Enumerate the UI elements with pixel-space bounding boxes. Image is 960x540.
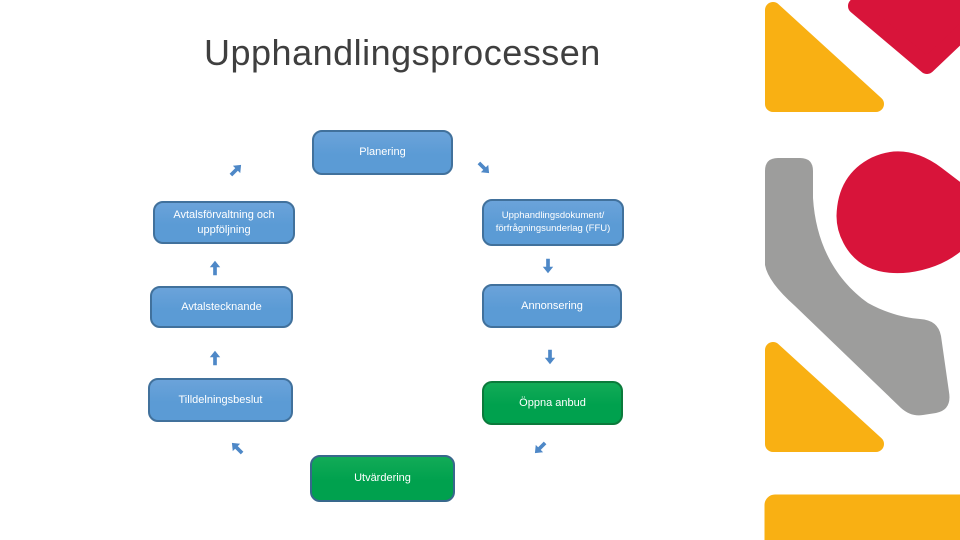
gray-swoosh-shape bbox=[765, 158, 950, 416]
arrow-down-left-icon bbox=[528, 436, 552, 460]
slide-title: Upphandlingsprocessen bbox=[204, 32, 601, 73]
arrow-down-icon bbox=[540, 257, 556, 275]
arrow-up-icon bbox=[207, 349, 223, 367]
node-oppna-anbud-label: Öppna anbud bbox=[519, 396, 586, 409]
red-blob-shape bbox=[836, 151, 960, 274]
arrow-up-right-icon bbox=[224, 158, 248, 182]
node-avtalsforvaltning: Avtalsförvaltning och uppföljning bbox=[153, 201, 295, 244]
node-tilldelningsbeslut-label: Tilldelningsbeslut bbox=[178, 393, 263, 406]
red-triangle-top-shape bbox=[848, 0, 960, 74]
node-oppna-anbud: Öppna anbud bbox=[482, 381, 623, 425]
node-utvardering: Utvärdering bbox=[310, 455, 455, 502]
node-upphandlingsdokument: Upphandlingsdokument/ förfrågningsunderl… bbox=[482, 199, 624, 246]
arrow-up-left-icon bbox=[225, 436, 249, 460]
node-annonsering-label: Annonsering bbox=[521, 299, 583, 312]
yellow-triangle-top-shape bbox=[765, 2, 884, 112]
arrow-down-right-icon bbox=[472, 156, 496, 180]
node-avtalstecknande-label: Avtalstecknande bbox=[181, 300, 262, 313]
arrow-up-icon bbox=[207, 259, 223, 277]
node-avtalsforvaltning-label: Avtalsförvaltning och uppföljning bbox=[173, 209, 275, 236]
arrow-down-icon bbox=[542, 348, 558, 366]
node-avtalstecknande: Avtalstecknande bbox=[150, 286, 293, 328]
yellow-bar-bottom-shape bbox=[764, 494, 960, 540]
node-tilldelningsbeslut: Tilldelningsbeslut bbox=[148, 378, 293, 422]
node-planering-label: Planering bbox=[359, 146, 406, 159]
node-planering: Planering bbox=[312, 130, 453, 175]
node-annonsering: Annonsering bbox=[482, 284, 622, 328]
node-upphandlingsdokument-label: Upphandlingsdokument/ förfrågningsunderl… bbox=[495, 210, 611, 234]
yellow-triangle-bottom-shape bbox=[765, 342, 884, 452]
node-utvardering-label: Utvärdering bbox=[354, 472, 411, 485]
